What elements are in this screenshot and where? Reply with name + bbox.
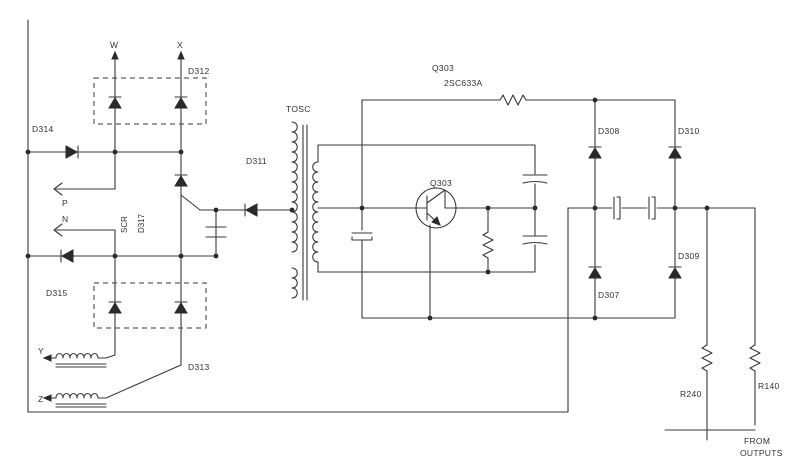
osc-capacitors xyxy=(522,174,548,245)
label-d314: D314 xyxy=(32,124,54,134)
label-from: FROM xyxy=(744,436,770,446)
d316-diode xyxy=(60,249,74,263)
label-d310: D310 xyxy=(678,126,700,136)
bridge-capacitors xyxy=(613,196,656,220)
bridge-diodes xyxy=(588,146,682,279)
oscillator-wiring xyxy=(317,94,676,319)
label-d313: D313 xyxy=(188,362,210,372)
d315-diodes xyxy=(108,301,188,314)
c-small xyxy=(351,232,373,241)
z-winding xyxy=(42,364,182,408)
label-d308: D308 xyxy=(598,126,620,136)
scr-d317 xyxy=(174,174,188,187)
q303-transistor xyxy=(361,187,457,229)
labels: W X D312 D314 TOSC D311 Q303 2SC633A P N… xyxy=(32,40,783,458)
bridge-wiring xyxy=(27,99,761,441)
d312-diodes xyxy=(108,96,188,109)
label-d309: D309 xyxy=(678,251,700,261)
label-r140: R140 xyxy=(758,381,780,391)
junction-dots xyxy=(25,97,710,321)
label-outputs: OUTPUTS xyxy=(740,448,783,458)
label-w: W xyxy=(110,40,118,50)
label-d307: D307 xyxy=(598,290,620,300)
label-y: Y xyxy=(38,346,44,356)
label-2sc633a: 2SC633A xyxy=(444,78,483,88)
label-d315: D315 xyxy=(46,288,68,298)
label-tosc: TOSC xyxy=(286,104,311,114)
label-d311: D311 xyxy=(246,156,267,166)
label-n: N xyxy=(62,214,68,224)
label-x: X xyxy=(177,40,183,50)
label-p: P xyxy=(62,198,68,208)
d311-diode xyxy=(244,203,258,217)
label-q303-top: Q303 xyxy=(432,63,454,73)
label-scr: SCR xyxy=(120,216,129,233)
label-z: Z xyxy=(38,394,44,404)
gate-capacitor xyxy=(205,226,227,238)
label-d317: D317 xyxy=(137,213,146,233)
label-r240: R240 xyxy=(680,389,702,399)
label-d312: D312 xyxy=(188,66,210,76)
d314-diode xyxy=(65,145,79,159)
y-winding xyxy=(42,352,116,368)
label-q303: Q303 xyxy=(430,178,452,188)
d312-package xyxy=(93,77,207,125)
transformer-tosc xyxy=(291,121,319,301)
d315-package xyxy=(93,282,207,329)
